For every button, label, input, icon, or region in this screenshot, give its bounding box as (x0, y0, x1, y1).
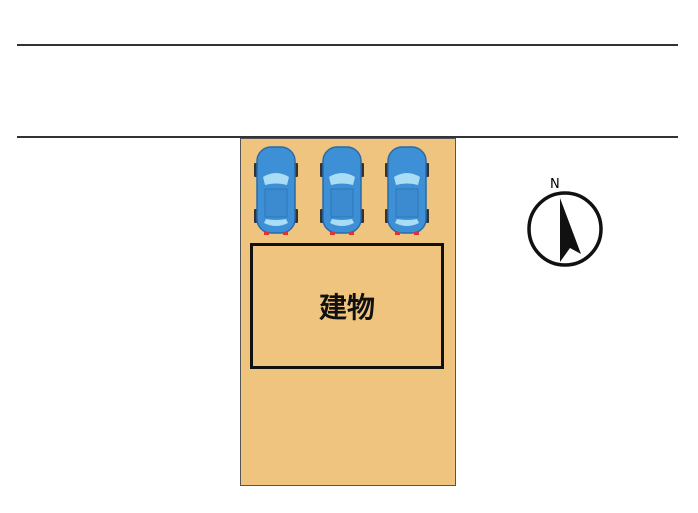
road-edge-bottom (17, 136, 678, 138)
car-icon (384, 146, 430, 236)
north-compass: N (520, 172, 610, 276)
building-label: 建物 (318, 291, 375, 324)
car-icon (319, 146, 365, 236)
building: 建物 (250, 243, 444, 369)
north-label: N (550, 177, 560, 192)
road-edge-top (17, 44, 678, 46)
north-arrow-icon (560, 198, 581, 262)
car-icon (253, 146, 299, 236)
